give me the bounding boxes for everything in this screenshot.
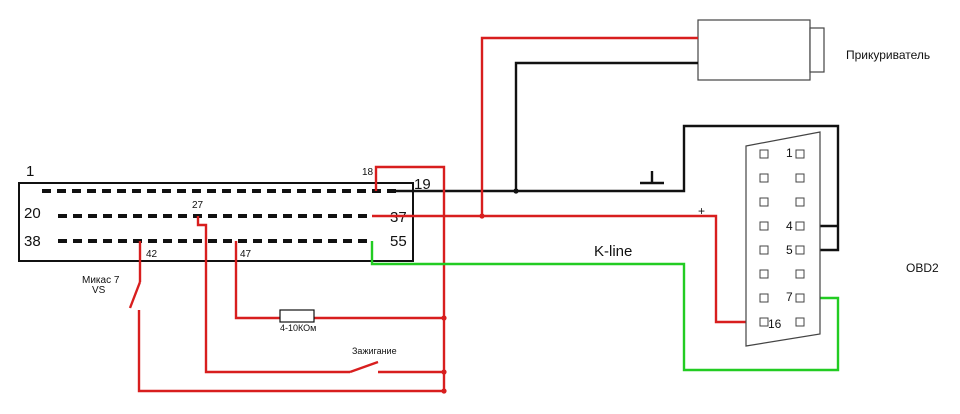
- power-wire-pin27: [196, 216, 350, 374]
- obd-pin-square: [759, 149, 769, 159]
- power-wires: [128, 36, 762, 393]
- ecu-pin-rows: [42, 189, 402, 243]
- ground-junction: [513, 188, 519, 194]
- obd-pin-square: [759, 293, 769, 303]
- obd-pin-square: [795, 317, 805, 327]
- ecu-row-3-start: 38: [24, 233, 41, 250]
- ecu-pin-42-label: 42: [146, 249, 158, 260]
- power-wire-pin18-bus: [137, 165, 446, 393]
- obd-pin-16-label: 16: [768, 317, 782, 331]
- ecu-row-2-end: 37: [390, 209, 407, 226]
- lighter-label: Прикуриватель: [846, 48, 930, 62]
- ecu-row-1-end: 19: [414, 176, 431, 193]
- lighter-cap: [809, 27, 825, 73]
- obd-pin-square: [759, 197, 769, 207]
- kline-wire-path: [370, 241, 840, 372]
- ground-wire-main: [392, 124, 840, 252]
- ground-wires: [392, 61, 840, 252]
- ecu-pin-47-label: 47: [240, 249, 252, 260]
- lighter-body: [697, 19, 811, 81]
- ground-symbol-label: ⊥: [644, 169, 657, 186]
- ecu-connector: [18, 182, 414, 262]
- power-junction-lighter: [479, 213, 485, 219]
- obd-pin-square: [795, 221, 805, 231]
- ecu-row-2-start: 20: [24, 205, 41, 222]
- ecu-name-line-2: VS: [92, 285, 106, 296]
- obd-pin-square: [759, 221, 769, 231]
- obd-pin-square: [795, 173, 805, 183]
- obd-pin-1-label: 1: [786, 146, 793, 160]
- obd-pin-square: [795, 269, 805, 279]
- ground-wire-lighter: [514, 61, 698, 191]
- power-junction-ignition: [441, 369, 447, 375]
- kline-label: K-line: [594, 243, 632, 260]
- kline-wire: [370, 241, 840, 372]
- resistor: [279, 309, 315, 323]
- ecu-pin-18-label: 18: [362, 167, 374, 178]
- power-junction-resistor: [441, 315, 447, 321]
- obd-pin-square: [759, 317, 769, 327]
- obd-pin-square: [795, 293, 805, 303]
- obd-pin-square: [795, 245, 805, 255]
- ecu-switch-blade: [128, 281, 142, 309]
- ecu-row-3-end: 55: [390, 233, 407, 250]
- power-junction-bottom: [441, 388, 447, 394]
- ecu-name-line-1: Микас 7: [82, 275, 120, 286]
- ignition-switch-blade: [349, 360, 379, 374]
- cigarette-lighter: [697, 19, 825, 81]
- obd-pin-square: [795, 149, 805, 159]
- power-wire-pin37-obd16: [372, 214, 762, 324]
- obd-pin-5-label: 5: [786, 243, 793, 257]
- obd-pin-square: [795, 197, 805, 207]
- ignition-label: Зажигание: [352, 346, 397, 356]
- obd-pin-square: [759, 269, 769, 279]
- obd-title: OBD2: [906, 261, 939, 275]
- obd-pin-4-label: 4: [786, 219, 793, 233]
- obd-pin-7-label: 7: [786, 290, 793, 304]
- ecu-row-1-start: 1: [26, 163, 34, 180]
- power-wire-pin47: [234, 241, 444, 320]
- obd-pin-square: [759, 173, 769, 183]
- obd-pin-square: [759, 245, 769, 255]
- power-wire-lighter: [480, 36, 698, 216]
- ecu-pin-27-label: 27: [192, 200, 204, 211]
- plus-symbol: +: [698, 204, 705, 218]
- obd-pin-grid: [759, 149, 805, 327]
- obd-socket: [745, 131, 821, 347]
- resistor-label: 4-10КОм: [280, 323, 316, 333]
